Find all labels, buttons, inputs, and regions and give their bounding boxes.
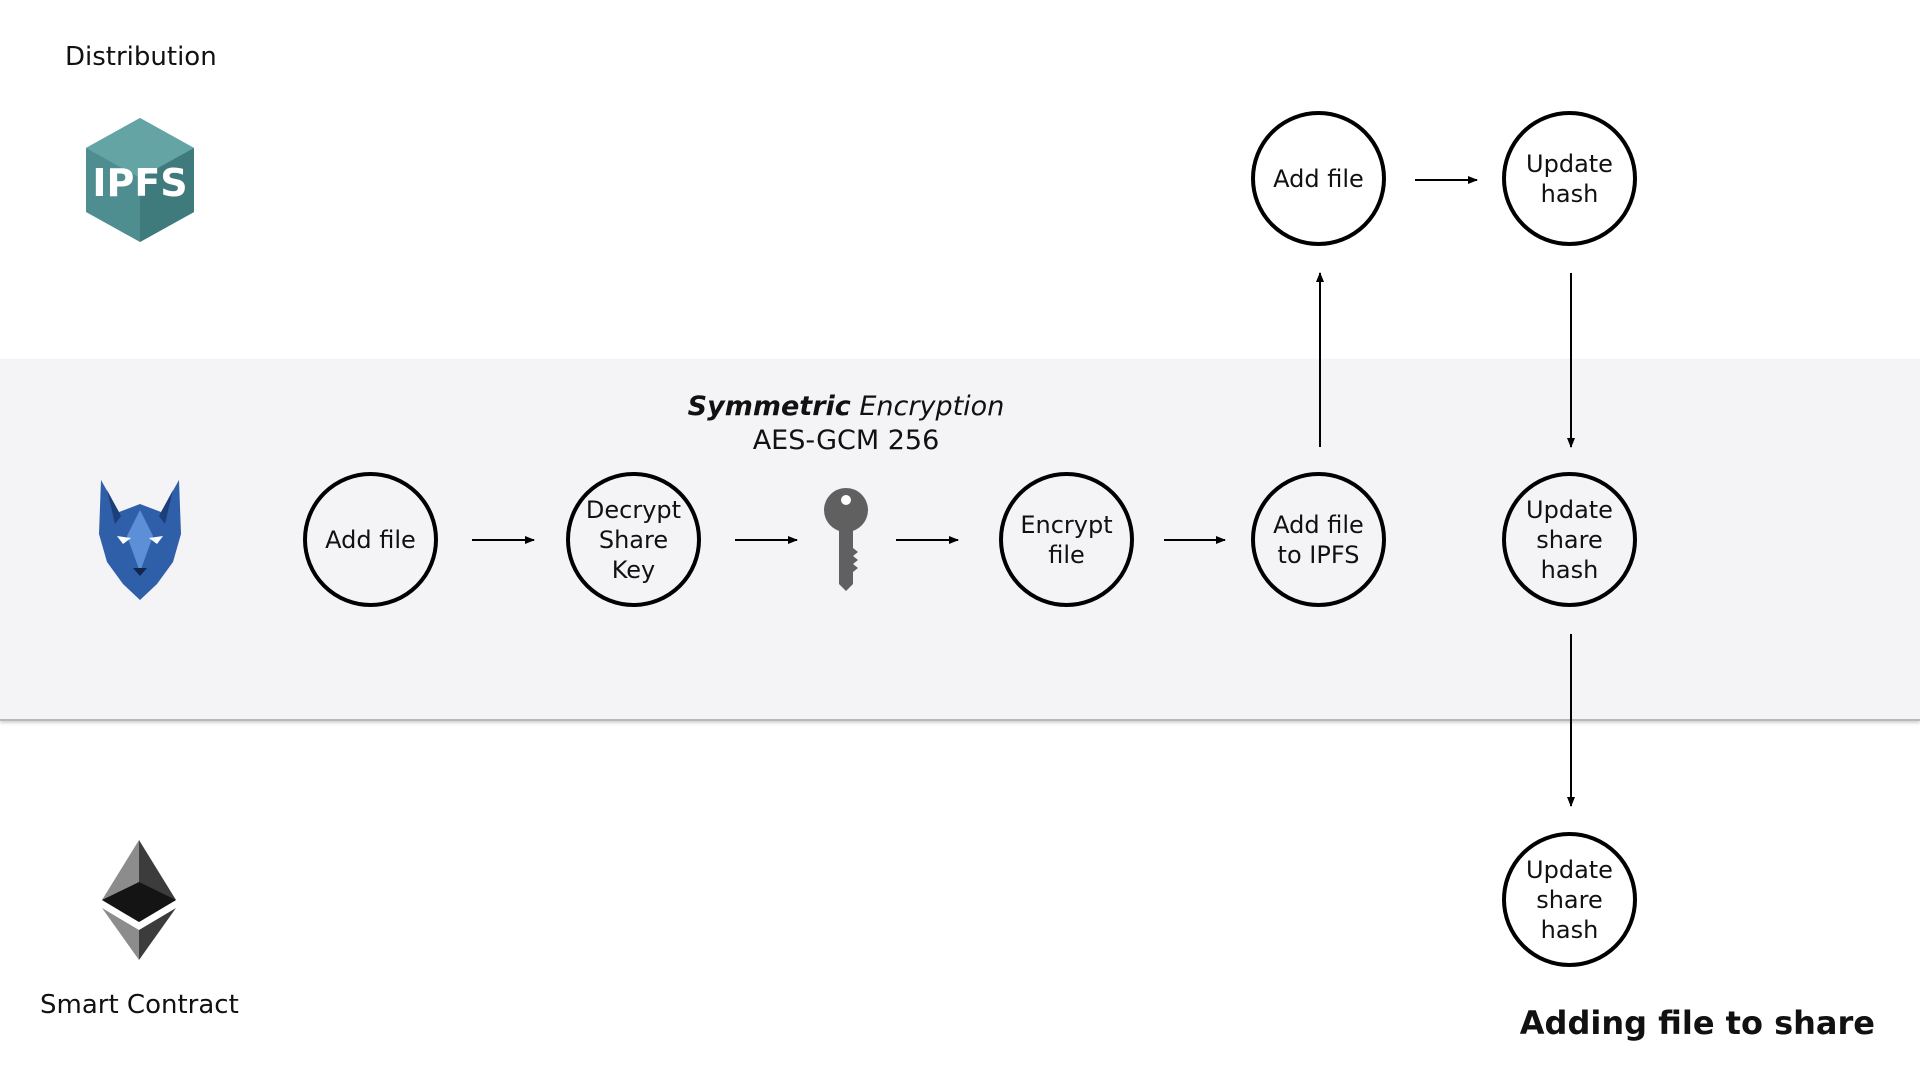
eth-right-bottom: [139, 908, 176, 960]
caption-encryption: Encryption: [850, 391, 1005, 422]
distribution-lane-label: Distribution: [65, 42, 217, 72]
wolf-left-ear: [107, 490, 121, 524]
ipfs-logo-right-face: [140, 148, 194, 242]
wolf-logo: [99, 480, 181, 600]
node-update-share-hash-contract: Update share hash: [1502, 832, 1637, 967]
key-bow: [824, 488, 868, 532]
node-encrypt-file: Encrypt file: [999, 472, 1134, 607]
wolf-nose: [133, 568, 147, 576]
key-hole: [841, 495, 851, 505]
node-ush-client-line-2: share: [1536, 525, 1603, 554]
encryption-caption: Symmetric Encryption AES-GCM 256: [640, 390, 1052, 458]
ipfs-logo: IPFS: [86, 118, 194, 242]
node-add-ipfs-line-2: to IPFS: [1277, 540, 1360, 569]
slide-title: Adding file to share: [1519, 1004, 1875, 1042]
eth-middle: [102, 882, 176, 922]
node-encrypt-line-1: Encrypt: [1020, 510, 1113, 539]
ethereum-logo: [102, 840, 176, 960]
node-update-hash: Update hash: [1502, 111, 1637, 246]
node-add-file: Add file: [303, 472, 438, 607]
key-blade: [839, 528, 858, 591]
node-add-file-label: Add file: [325, 525, 416, 554]
caption-algorithm: AES-GCM 256: [752, 425, 940, 456]
node-add-file-to-ipfs: Add file to IPFS: [1251, 472, 1386, 607]
node-decrypt-line-3: Key: [611, 555, 656, 584]
ipfs-logo-text: IPFS: [92, 161, 187, 205]
node-ipfs-add-file: Add file: [1251, 111, 1386, 246]
eth-left-bottom: [102, 908, 139, 960]
node-update-hash-line-1: Update: [1526, 149, 1613, 178]
node-ush-client-line-3: hash: [1540, 555, 1599, 584]
node-ush-contract-line-3: hash: [1540, 915, 1599, 944]
wolf-right-ear: [159, 490, 173, 524]
node-update-hash-line-2: hash: [1540, 179, 1599, 208]
caption-symmetric: Symmetric: [687, 391, 851, 422]
node-decrypt-line-1: Decrypt: [585, 495, 682, 524]
node-ush-contract-line-2: share: [1536, 885, 1603, 914]
node-encrypt-line-2: file: [1048, 540, 1085, 569]
wolf-right-eye: [149, 536, 163, 544]
node-update-share-hash-client: Update share hash: [1502, 472, 1637, 607]
node-add-ipfs-line-1: Add file: [1273, 510, 1364, 539]
wolf-snout: [127, 510, 153, 572]
node-decrypt-share-key: Decrypt Share Key: [566, 472, 701, 607]
node-ush-contract-line-1: Update: [1526, 855, 1613, 884]
wolf-left-eye: [117, 536, 131, 544]
smart-contract-lane-label: Smart Contract: [40, 990, 239, 1020]
key-icon: [824, 488, 868, 591]
node-ipfs-add-file-label: Add file: [1273, 164, 1364, 193]
node-ush-client-line-1: Update: [1526, 495, 1613, 524]
node-decrypt-line-2: Share: [598, 525, 669, 554]
